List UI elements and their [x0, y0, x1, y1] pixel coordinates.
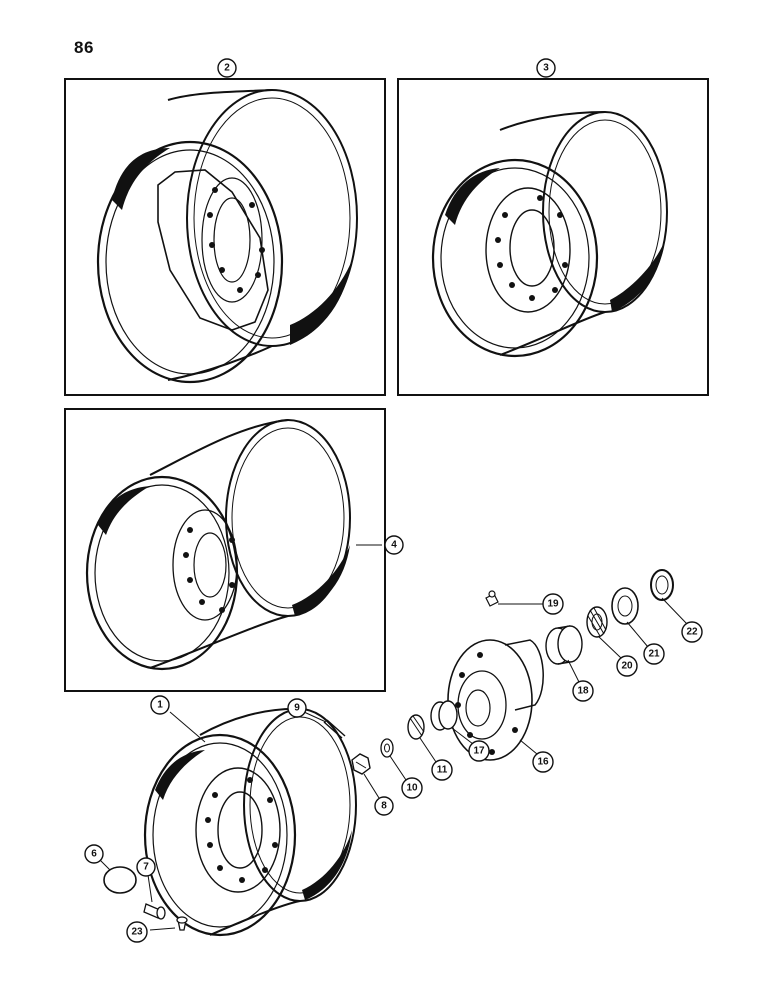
callout-4: 4 — [384, 535, 404, 555]
grease-fitting-19 — [485, 590, 499, 607]
wheel-rim-3 — [431, 111, 668, 358]
seal-21 — [611, 587, 639, 625]
hub-cap-6 — [103, 866, 137, 894]
panel-wheel-2 — [64, 78, 386, 396]
washer-10 — [380, 738, 394, 758]
bearing-cup-18 — [545, 625, 583, 665]
panel-wheel-3 — [397, 78, 709, 396]
callout-18: 18 — [572, 680, 594, 702]
callout-20: 20 — [616, 655, 638, 677]
callout-21-label: 21 — [648, 649, 660, 660]
callout-18-label: 18 — [577, 686, 589, 697]
callout-20-label: 20 — [621, 661, 633, 672]
cotter-pin-9 — [323, 719, 346, 739]
callout-8-label: 8 — [381, 801, 387, 812]
callout-9-label: 9 — [294, 703, 300, 714]
callout-10-label: 10 — [406, 783, 418, 794]
callout-1: 1 — [150, 695, 170, 715]
leader-lines — [99, 544, 688, 931]
callout-17: 17 — [468, 740, 490, 762]
callout-8: 8 — [374, 796, 394, 816]
callout-19: 19 — [542, 593, 564, 615]
callout-17-label: 17 — [473, 746, 485, 757]
hub — [447, 639, 544, 761]
bearing-cone-20 — [586, 606, 608, 638]
callout-10: 10 — [401, 777, 423, 799]
bearing-cone-11 — [407, 714, 425, 740]
nut-8 — [351, 753, 371, 775]
callout-4-label: 4 — [391, 540, 397, 551]
callout-2-label: 2 — [224, 63, 230, 74]
callout-22-label: 22 — [686, 627, 698, 638]
wheel-rim-4 — [85, 419, 351, 671]
callout-2: 2 — [217, 58, 237, 78]
callout-11: 11 — [431, 759, 453, 781]
callout-7: 7 — [136, 857, 156, 877]
callout-21: 21 — [643, 643, 665, 665]
page-number: 86 — [74, 38, 94, 57]
callout-16: 16 — [532, 751, 554, 773]
callout-23: 23 — [126, 921, 148, 943]
callout-19-label: 19 — [547, 599, 559, 610]
callout-16-label: 16 — [537, 757, 549, 768]
valve-23 — [176, 916, 188, 931]
wheel-rim-2 — [96, 89, 358, 384]
bolt-7 — [143, 903, 166, 920]
callout-9: 9 — [287, 698, 307, 718]
cap-22 — [650, 569, 674, 601]
callout-7-label: 7 — [143, 862, 149, 873]
callout-23-label: 23 — [131, 927, 143, 938]
wheel-rim-1 — [143, 707, 357, 937]
callout-3: 3 — [536, 58, 556, 78]
callout-22: 22 — [681, 621, 703, 643]
callout-11-label: 11 — [437, 765, 448, 776]
bearing-cup-17 — [430, 700, 458, 731]
callout-1-label: 1 — [157, 700, 163, 711]
callout-6: 6 — [84, 844, 104, 864]
panel-wheel-4 — [64, 408, 386, 692]
callout-6-label: 6 — [91, 849, 97, 860]
callout-3-label: 3 — [543, 63, 549, 74]
